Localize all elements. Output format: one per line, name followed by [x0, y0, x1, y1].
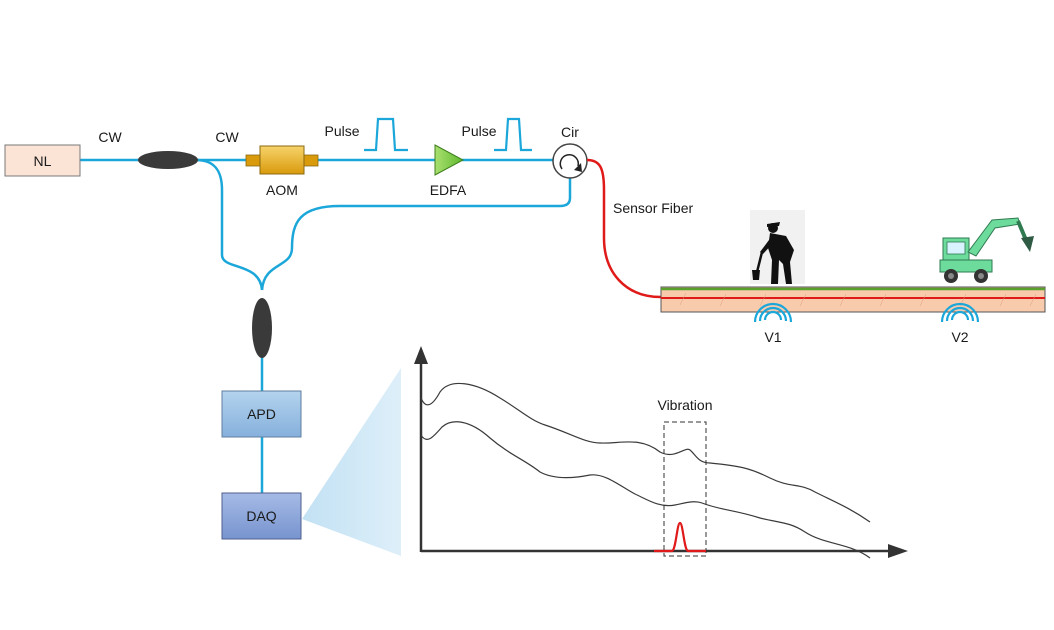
circulator[interactable]: Cir: [552, 124, 588, 179]
vibration-waves-v2-icon: [940, 302, 980, 323]
pulse-waveform-1: [364, 117, 408, 152]
fiber-network: [80, 158, 572, 493]
cw-label-2: CW: [215, 129, 239, 145]
daq[interactable]: DAQ: [221, 492, 302, 540]
vibration-waves-v1-icon: [753, 302, 793, 323]
pulse-label-2: Pulse: [461, 123, 496, 139]
circulator-arrow-icon: [559, 153, 580, 170]
vibration-source-v1: V1: [764, 329, 781, 345]
fiber-reference-arm: [195, 158, 264, 291]
aom[interactable]: AOM: [245, 145, 319, 198]
excavator-icon[interactable]: [939, 217, 1034, 283]
pulse-shapes: [364, 117, 532, 152]
vibration-peak: [654, 521, 706, 553]
coupler-1[interactable]: [138, 151, 198, 169]
circulator-label: Cir: [561, 124, 579, 140]
cw-label-1: CW: [98, 129, 122, 145]
trace-curve-upper: [420, 382, 871, 523]
vibration-window[interactable]: [663, 421, 707, 557]
ground-strip: [660, 286, 1046, 313]
laser-label: NL: [34, 153, 52, 169]
worker-digging-icon[interactable]: [750, 210, 805, 284]
edfa-label: EDFA: [430, 182, 467, 198]
trace-curve-lower: [420, 421, 871, 559]
apd-label: APD: [247, 406, 276, 422]
edfa[interactable]: EDFA: [430, 144, 467, 198]
daq-label: DAQ: [246, 508, 276, 524]
coupler-2[interactable]: [252, 298, 272, 358]
apd[interactable]: APD: [221, 390, 302, 438]
backscatter-traces: [420, 382, 871, 559]
laser[interactable]: NL: [4, 144, 81, 177]
pulse-waveform-2: [494, 117, 532, 152]
vibration-label: Vibration: [657, 397, 712, 413]
fiber-return-arm: [260, 178, 572, 291]
pulse-label-1: Pulse: [324, 123, 359, 139]
sensor-fiber-lead: [586, 158, 662, 299]
aom-label: AOM: [266, 182, 298, 198]
zoom-beam: [302, 368, 401, 556]
vibration-source-v2: V2: [951, 329, 968, 345]
sensor-fiber-label: Sensor Fiber: [613, 200, 693, 216]
